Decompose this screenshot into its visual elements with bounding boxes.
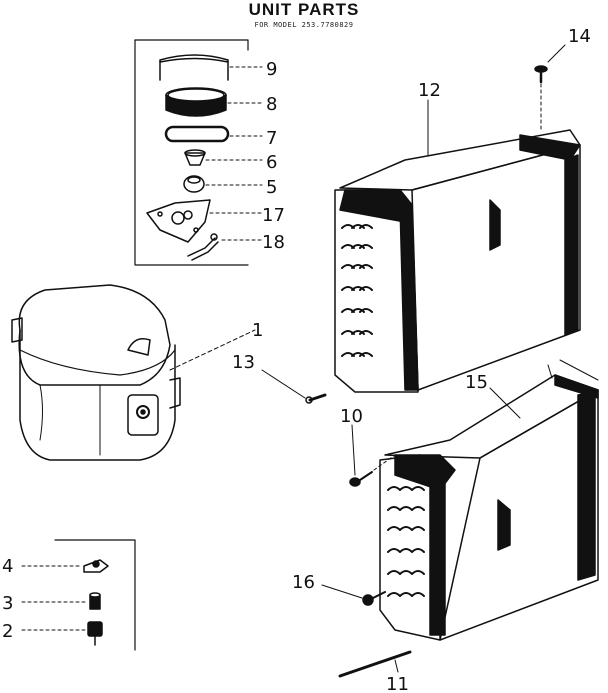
callout-10: 10: [340, 406, 363, 427]
callout-15: 15: [465, 372, 488, 393]
callout-labels: 9 8 7 6 5 17 18 14 12 1 13 15 10 16 11 4…: [2, 26, 591, 693]
part-7-gasket: [164, 125, 230, 143]
callout-6: 6: [266, 152, 277, 173]
callout-8: 8: [266, 94, 277, 115]
diagram-subtitle: FOR MODEL 253.7780829: [254, 21, 354, 29]
callout-7: 7: [266, 128, 277, 149]
callout-4: 4: [2, 556, 13, 577]
part-9-clip: [159, 54, 229, 81]
callout-9: 9: [266, 59, 277, 80]
part-6-grommet: [184, 149, 206, 166]
callout-13: 13: [232, 352, 255, 373]
part-14-screw: [534, 65, 548, 84]
callout-1: 1: [252, 320, 263, 341]
part-12-coil-upper: [334, 129, 581, 393]
part-17-plate: [146, 199, 211, 243]
part-15-coil-lower: [379, 359, 599, 641]
callout-11: 11: [386, 674, 409, 693]
part-8-cover: [165, 87, 227, 117]
part-5-grommet: [183, 175, 205, 193]
part-13-screw: [305, 393, 327, 404]
callout-16: 16: [292, 572, 315, 593]
part-10-screw: [349, 471, 373, 487]
callout-18: 18: [262, 232, 285, 253]
callout-2: 2: [2, 621, 13, 642]
part-2-fitting: [87, 621, 103, 646]
group-bracket-top: [134, 39, 249, 266]
part-3-fitting: [89, 592, 101, 610]
part-4-valve: [83, 559, 109, 573]
callout-17: 17: [262, 205, 285, 226]
callout-5: 5: [266, 177, 277, 198]
part-11-rod: [338, 650, 412, 678]
group-bracket-bottom: [54, 539, 136, 651]
callout-12: 12: [418, 80, 441, 101]
callout-3: 3: [2, 593, 13, 614]
part-18-connector: [187, 233, 219, 261]
part-1-compressor: [11, 284, 181, 461]
part-16-screw: [362, 591, 386, 606]
callout-14: 14: [568, 26, 591, 47]
diagram-title: UNIT PARTS: [248, 0, 360, 19]
